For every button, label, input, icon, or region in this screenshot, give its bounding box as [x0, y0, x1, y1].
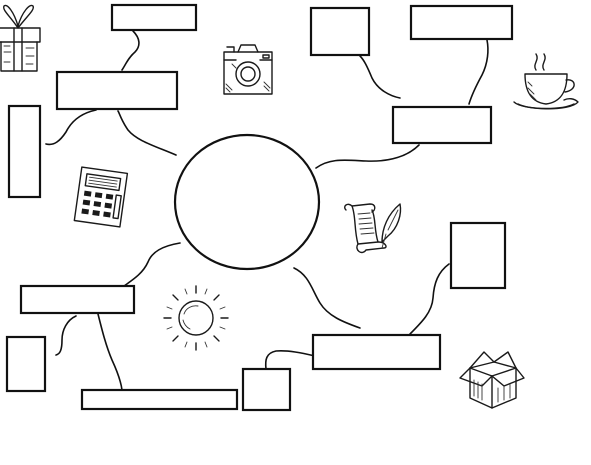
connector-center-upper-left — [117, 110, 177, 156]
box-lower-left — [19, 284, 136, 315]
box-top-right-wide — [409, 4, 514, 41]
scroll-quill-icon — [343, 203, 402, 254]
open-box-icon — [459, 351, 525, 409]
connector-right-middle-top-right-wide — [468, 39, 489, 105]
connector-bottom-right-wide-bottom-small — [264, 350, 316, 370]
box-right-tall — [449, 221, 507, 290]
box-top-center — [110, 3, 198, 32]
box-bottom-small — [241, 367, 292, 412]
gift-icon — [0, 4, 41, 72]
coffee-cup-icon — [513, 53, 579, 110]
box-right-middle — [391, 105, 493, 145]
box-bottom-wide — [80, 388, 239, 411]
box-upper-left — [55, 70, 179, 111]
connector-center-bottom-right-wide — [293, 267, 361, 329]
connector-center-right-middle — [315, 144, 420, 169]
box-bottom-right-wide — [311, 333, 442, 371]
box-left-tall — [7, 104, 42, 199]
connector-center-lower-left — [123, 242, 181, 287]
connector-lower-left-small — [55, 315, 77, 356]
connector-upper-left-top-center — [121, 30, 140, 71]
calculator-icon — [73, 166, 129, 228]
connectors — [45, 30, 489, 391]
connector-upper-left-left-tall — [45, 109, 97, 146]
connector-lower-left-bottom-wide — [97, 313, 123, 391]
connector-bottom-right-wide-right-tall — [409, 263, 450, 335]
sun-icon — [163, 285, 229, 351]
central-node — [173, 133, 321, 271]
box-lower-left-small — [5, 335, 47, 393]
box-top-right-small — [309, 6, 371, 57]
connector-right-middle-top-right-small — [359, 55, 401, 99]
camera-icon — [223, 44, 273, 95]
